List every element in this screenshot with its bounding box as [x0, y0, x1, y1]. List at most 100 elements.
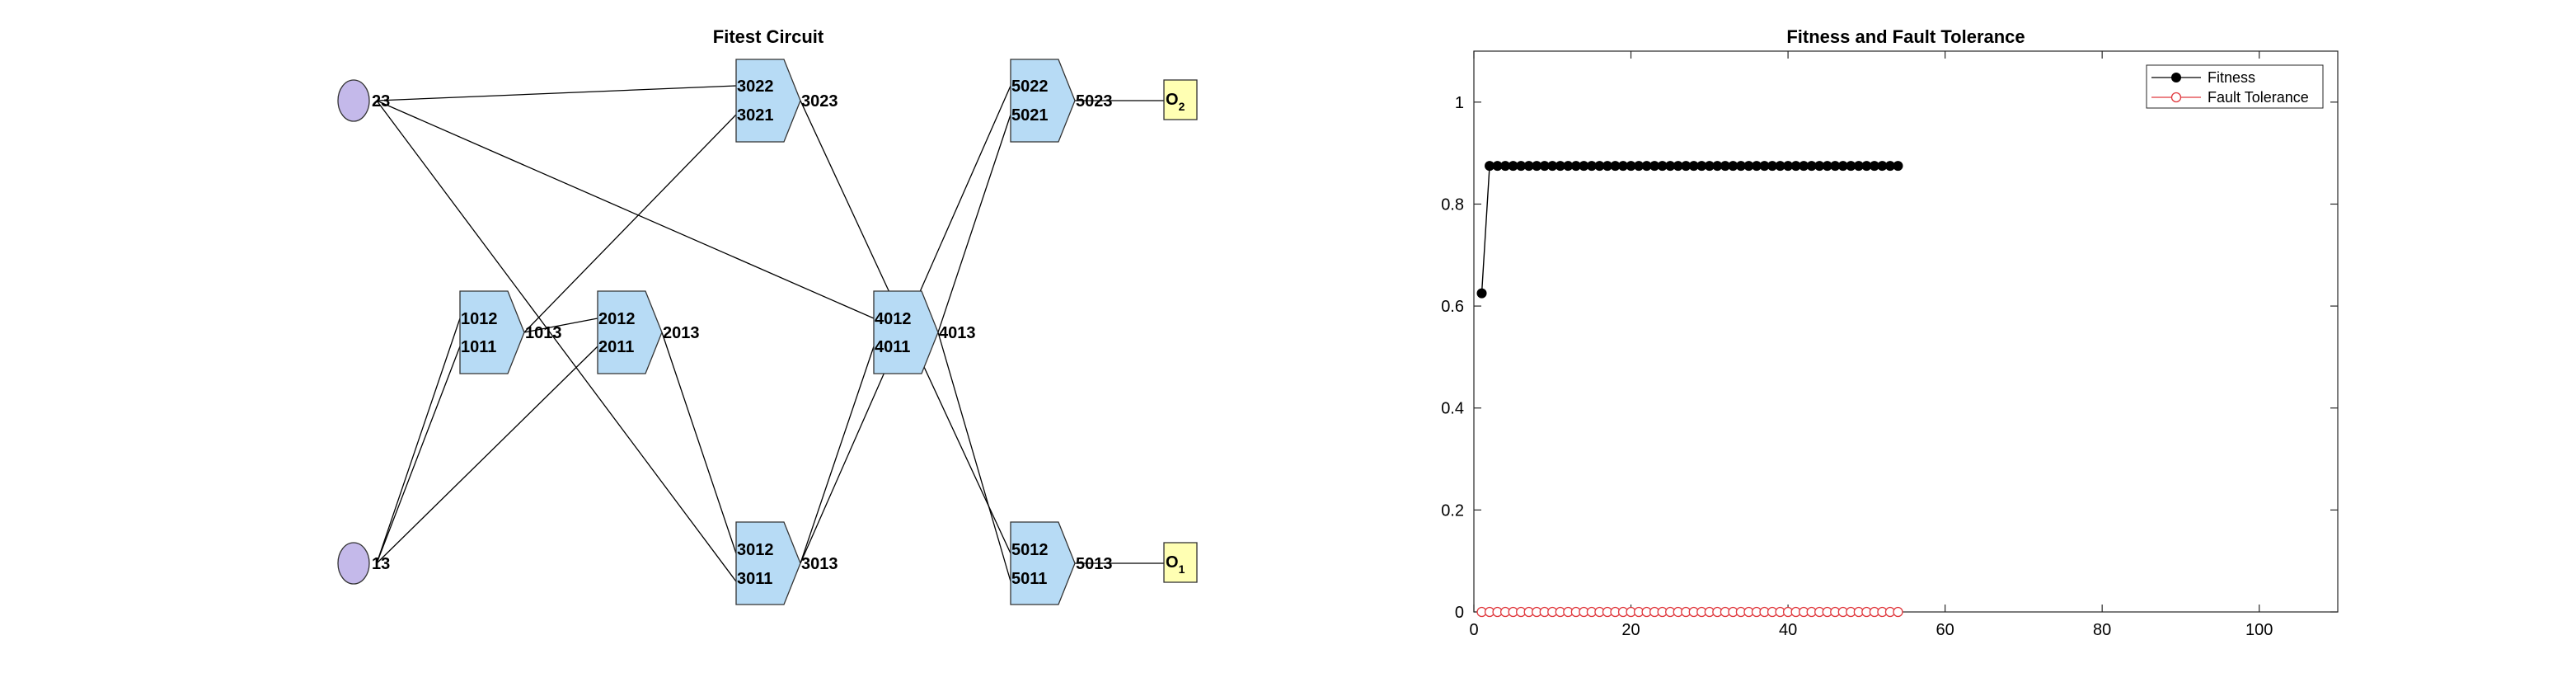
data-point-fitness: [1783, 161, 1794, 172]
x-tick-label: 40: [1779, 621, 1797, 639]
data-point-fitness: [1555, 161, 1565, 172]
gate-shape: [873, 290, 939, 374]
input-node-23: 23: [337, 79, 390, 122]
gate-4013: 4012 4011 4013: [873, 290, 976, 374]
circuit-panel: Fitest Circuit 23 13: [337, 26, 1198, 605]
wire: [937, 114, 1011, 333]
gate-input-top-label: 1012: [461, 310, 498, 328]
data-point-fitness: [1720, 161, 1730, 172]
data-point-fitness: [1837, 161, 1848, 172]
data-point-fitness: [1822, 161, 1832, 172]
gate-1013: 1012 1011 1013: [459, 290, 562, 374]
data-point-fitness: [1508, 161, 1518, 172]
wire: [376, 318, 461, 564]
data-point-fitness: [1767, 161, 1778, 172]
wire: [937, 332, 1011, 582]
gate-input-bottom-label: 1011: [461, 338, 496, 356]
y-axis: 00.20.40.60.81: [1441, 94, 2338, 622]
gate-output-label: 4013: [939, 324, 976, 342]
gate-input-bottom-label: 5021: [1011, 106, 1049, 125]
data-point-fitness: [1618, 161, 1629, 172]
data-point-fitness: [1775, 161, 1785, 172]
data-point-fitness: [1500, 161, 1511, 172]
data-point-fitness: [1563, 161, 1574, 172]
wire: [376, 100, 737, 582]
output-node-shape: [1163, 79, 1198, 120]
gate-input-top-label: 3022: [737, 78, 774, 96]
gate-input-bottom-label: 3011: [737, 570, 772, 588]
input-node-13: 13: [337, 542, 390, 585]
data-point-fitness: [1846, 161, 1856, 172]
gate-3013: 3012 3011 3013: [735, 521, 838, 605]
input-node-label: 23: [372, 92, 390, 111]
data-point-fitness: [1830, 161, 1841, 172]
data-point-fitness: [1688, 161, 1699, 172]
x-tick-label: 0: [1469, 621, 1478, 639]
x-tick-label: 100: [2245, 621, 2273, 639]
output-node-o1: O1: [1163, 542, 1198, 583]
wire: [376, 346, 598, 564]
wire: [376, 85, 737, 101]
y-tick-label: 0.2: [1441, 501, 1464, 520]
output-node-label: O1: [1166, 553, 1185, 576]
gate-5013: 5012 5011 5013: [1010, 521, 1113, 605]
wire: [661, 332, 737, 554]
wire: [523, 318, 598, 333]
data-point-fault-tolerance: [1893, 606, 1903, 618]
y-tick-label: 0.6: [1441, 298, 1464, 316]
gate-output-label: 2013: [663, 324, 700, 342]
gate-shape: [1010, 521, 1076, 605]
gate-input-top-label: 5012: [1011, 541, 1049, 559]
wire: [376, 346, 461, 564]
data-point-fitness: [1814, 161, 1825, 172]
data-point-fitness: [1492, 161, 1503, 172]
gate-output-label: 3023: [801, 92, 838, 111]
legend: Fitness Fault Tolerance: [2146, 64, 2324, 109]
x-tick-label: 20: [1621, 621, 1640, 639]
legend-fault-tolerance-label: Fault Tolerance: [2208, 89, 2309, 106]
data-point-fitness: [1704, 161, 1715, 172]
data-point-fitness: [1523, 161, 1534, 172]
gate-input-top-label: 4012: [875, 310, 912, 328]
output-node-label: O2: [1166, 91, 1185, 113]
gate-shape: [735, 59, 801, 143]
gate-output-label: 1013: [525, 324, 562, 342]
gate-shape: [597, 290, 663, 374]
legend-fitness-label: Fitness: [2208, 69, 2255, 86]
wire: [800, 346, 875, 564]
wire: [523, 114, 737, 333]
data-point-fitness: [1751, 161, 1762, 172]
data-point-fitness: [1877, 161, 1888, 172]
data-point-fitness: [1799, 161, 1809, 172]
gate-input-top-label: 3012: [737, 541, 774, 559]
data-point-fitness: [1681, 161, 1692, 172]
data-point-fitness: [1586, 161, 1597, 172]
circuit-title: Fitest Circuit: [713, 26, 824, 47]
gate-2013: 2012 2011 2013: [597, 290, 700, 374]
data-point-fitness: [1759, 161, 1770, 172]
data-point-fitness: [1602, 161, 1612, 172]
gate-output-label: 5023: [1076, 92, 1113, 111]
circuit-wires: [376, 85, 1164, 582]
x-tick-label: 80: [2093, 621, 2111, 639]
data-point-fitness: [1657, 161, 1668, 172]
wire: [376, 100, 875, 319]
data-point-fitness: [1476, 288, 1487, 299]
output-node-shape: [1163, 542, 1198, 583]
y-tick-label: 1: [1455, 94, 1464, 112]
data-point-fitness: [1790, 161, 1801, 172]
gate-input-top-label: 2012: [598, 310, 636, 328]
x-tick-label: 60: [1936, 621, 1954, 639]
y-tick-label: 0.8: [1441, 195, 1464, 214]
y-tick-label: 0: [1455, 604, 1464, 622]
input-node-label: 13: [372, 555, 390, 573]
series-layer: [1476, 161, 1903, 618]
chart-title: Fitness and Fault Tolerance: [1786, 26, 2025, 47]
gate-input-bottom-label: 2011: [598, 338, 634, 356]
data-point-fitness: [1696, 161, 1707, 172]
data-point-fitness: [1547, 161, 1558, 172]
gate-input-top-label: 5022: [1011, 78, 1049, 96]
legend-fault-tolerance-marker: [2170, 92, 2182, 103]
data-point-fitness: [1610, 161, 1621, 172]
